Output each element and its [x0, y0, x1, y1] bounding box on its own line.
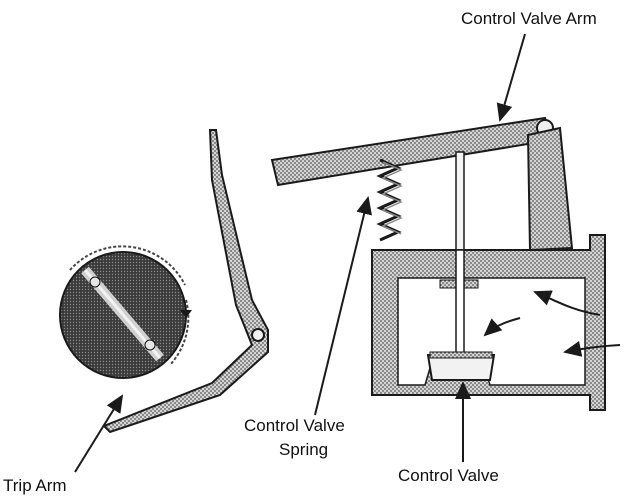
control-valve-disk — [426, 351, 496, 381]
label-control-valve-arm: Control Valve Arm — [461, 9, 597, 28]
label-control-valve: Control Valve — [398, 466, 499, 485]
callout-leaders — [74, 33, 526, 473]
label-trip-arm: Trip Arm — [3, 476, 67, 495]
spring-leader — [314, 196, 372, 416]
label-control-valve-spring-line1: Control Valve — [244, 416, 345, 435]
control-valve-spring — [376, 158, 403, 242]
arm-leader — [496, 33, 526, 122]
flow-arrows — [483, 290, 621, 357]
valve-body — [371, 234, 606, 411]
control-valve-arm — [270, 116, 574, 252]
trip-lever — [102, 129, 269, 434]
trip-arm-leader — [74, 394, 124, 473]
trip-disc — [59, 245, 192, 379]
label-control-valve-spring-line2: Spring — [279, 440, 329, 459]
